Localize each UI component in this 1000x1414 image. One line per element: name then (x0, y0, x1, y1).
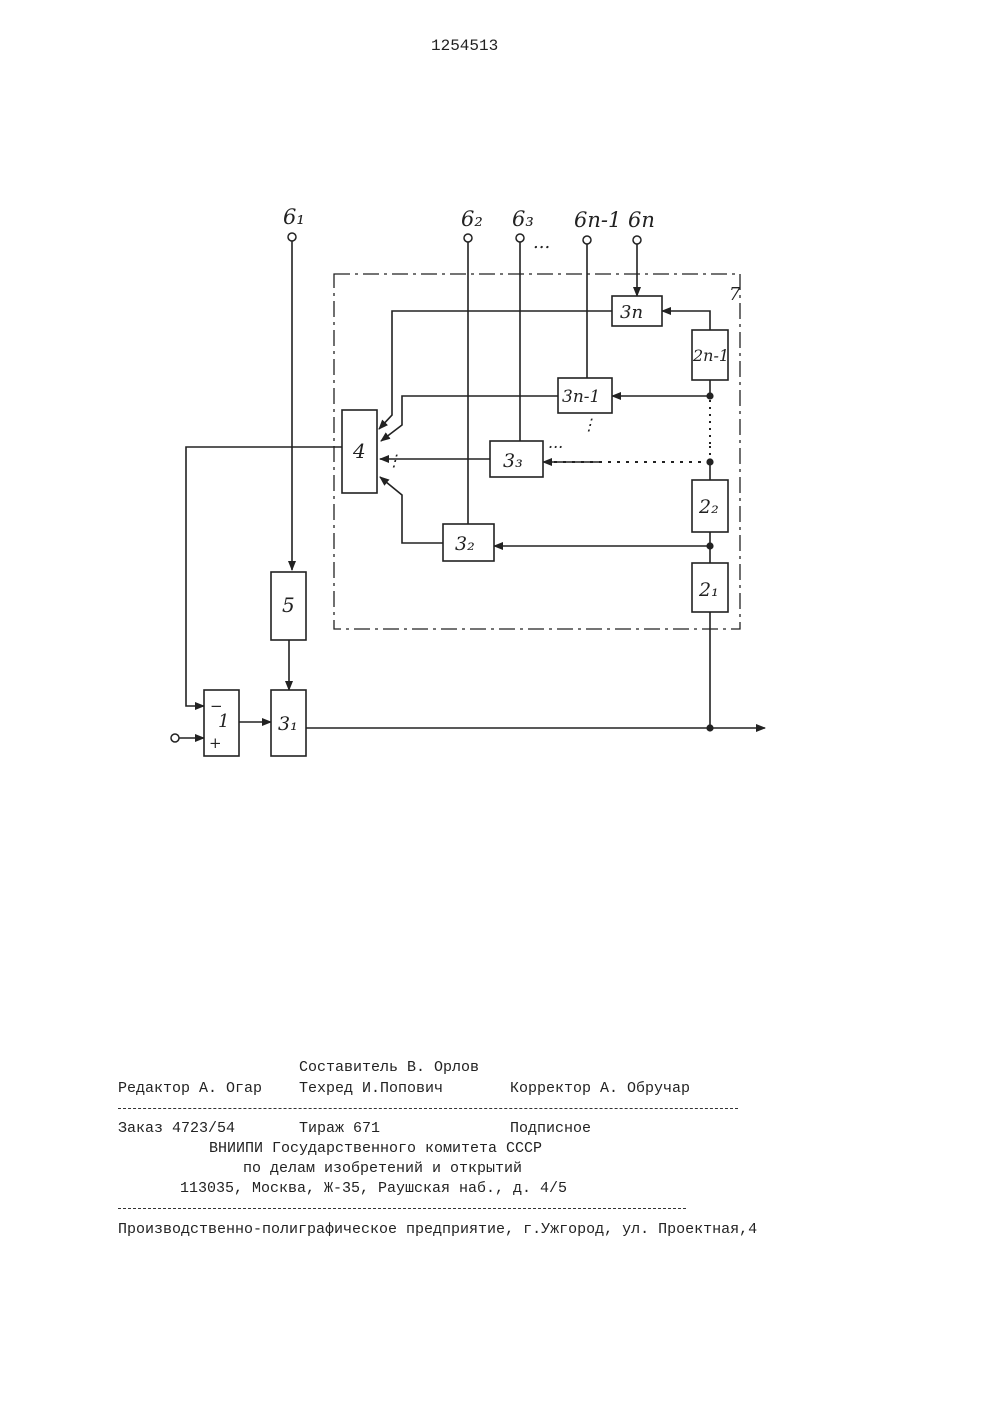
block-1-plus: + (209, 734, 222, 752)
block-2-1-label: 2₁ (698, 579, 719, 601)
editor-line: Редактор А. Огар (118, 1080, 262, 1097)
junction-dot (706, 392, 713, 399)
junction-dot (706, 724, 713, 731)
label-6-1: 6₁ (283, 205, 305, 229)
block-3-n1-label: 3п-1 (562, 387, 600, 407)
block-2-2-label: 2₂ (698, 496, 719, 518)
block-3-n-label: 3п (620, 302, 643, 323)
order-line: Заказ 4723/54 (118, 1120, 235, 1137)
corrector-line: Корректор А. Обручар (510, 1080, 690, 1097)
block-5-label: 5 (282, 593, 295, 617)
terminal-6-n (633, 236, 641, 244)
block-3-1-label: 3₁ (278, 713, 298, 735)
label-6-3: 6₃ (512, 207, 534, 231)
block-3-3-label: 3₃ (503, 450, 523, 472)
junction-dot (706, 542, 713, 549)
block-3-2-label: 3₂ (455, 533, 475, 555)
label-6-n: 6п (628, 208, 655, 232)
junction-dot (706, 458, 713, 465)
label-6-2: 6₂ (461, 207, 483, 231)
circulation-line: Тираж 671 (299, 1120, 380, 1137)
terminal-6-3 (516, 234, 524, 242)
terminal-input (171, 734, 179, 742)
ellipsis-h: ... (548, 433, 563, 452)
techred-line: Техред И.Попович (299, 1080, 443, 1097)
ellipsis-v: ⋮ (581, 415, 597, 434)
block-4-label: 4 (352, 439, 366, 463)
subscription-line: Подписное (510, 1120, 591, 1137)
compiler-line: Составитель В. Орлов (299, 1059, 479, 1076)
terminal-6-n1 (583, 236, 591, 244)
terminal-6-2 (464, 234, 472, 242)
terminal-6-1 (288, 233, 296, 241)
block-diagram: 7 6₁ 6₂ 6₃ ... 6п-1 6п (0, 0, 1000, 820)
address-line: 113035, Москва, Ж-35, Раушская наб., д. … (180, 1180, 567, 1197)
block-1-minus: − (210, 697, 223, 715)
printer-line: Производственно-полиграфическое предприя… (118, 1221, 757, 1238)
org-line-1: ВНИИПИ Государственного комитета СССР (209, 1140, 542, 1157)
divider-1 (118, 1108, 738, 1109)
org-line-2: по делам изобретений и открытий (243, 1160, 522, 1177)
label-6-n1: 6п-1 (574, 208, 621, 232)
ellipsis-v-inputs: ⋮ (386, 451, 402, 470)
frame-label: 7 (729, 284, 741, 305)
block-2-n1-label: 2п-1 (692, 346, 729, 365)
divider-2 (118, 1208, 686, 1209)
label-inputs-dots: ... (533, 232, 550, 253)
